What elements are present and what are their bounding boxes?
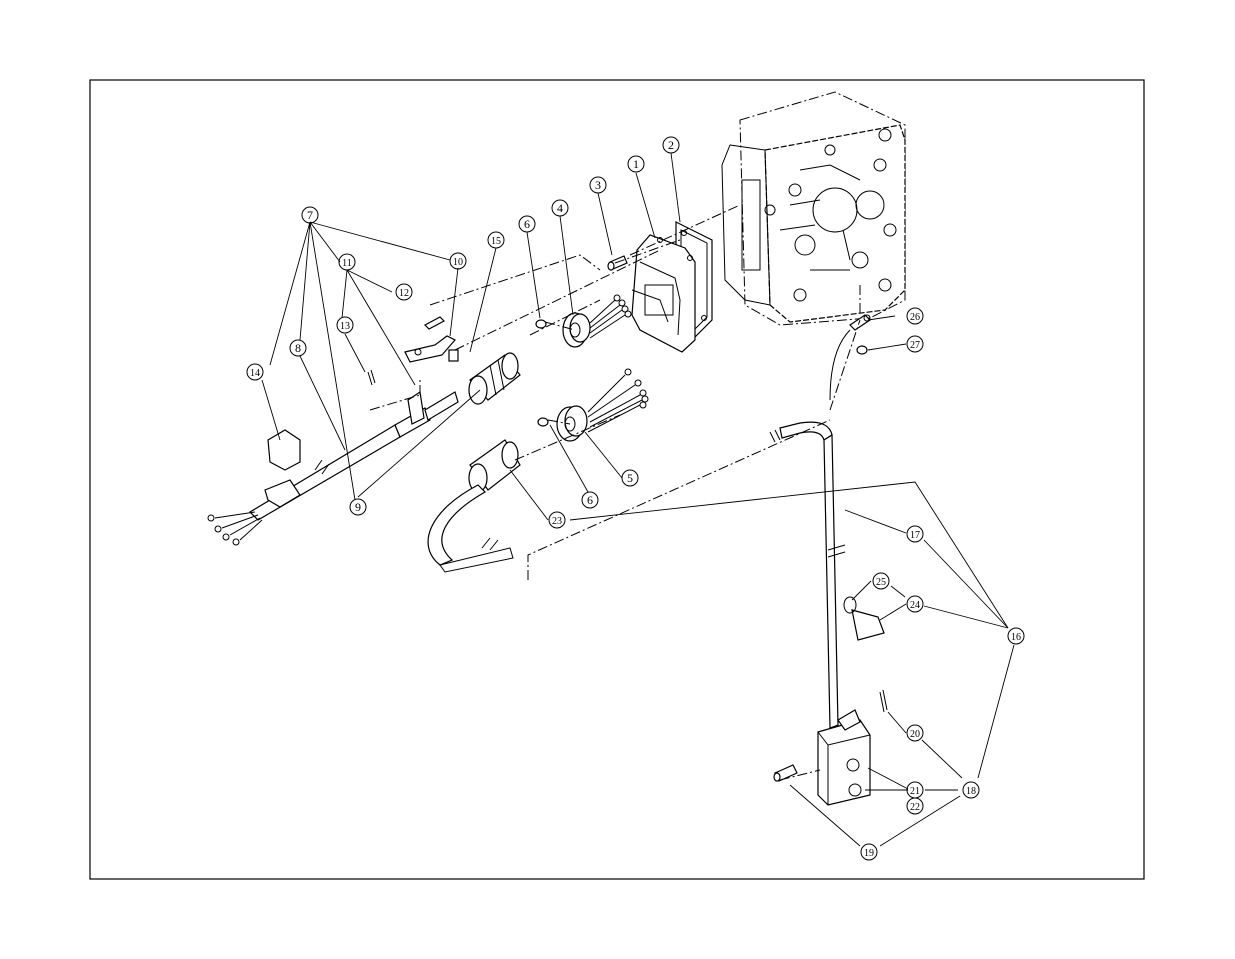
tag-24 <box>843 596 885 641</box>
callout-25: 25 <box>872 572 890 590</box>
assembly-lines <box>369 204 861 781</box>
nut-15 <box>448 349 459 362</box>
callout-12: 12 <box>395 283 413 301</box>
callout-label: 11 <box>342 258 352 269</box>
connector-5 <box>556 368 649 442</box>
callout-3: 3 <box>589 176 607 194</box>
callout-7: 7 <box>301 206 319 224</box>
callout-label: 27 <box>910 340 920 351</box>
key-19 <box>773 764 798 782</box>
callout-8: 8 <box>289 339 307 357</box>
pendant-cable-17 <box>769 421 846 729</box>
callout-5: 5 <box>621 469 639 487</box>
leader-lines <box>261 152 1015 847</box>
pin-12 <box>424 316 445 330</box>
bracket-10 <box>404 335 456 363</box>
callout-label: 7 <box>307 208 313 222</box>
callout-1: 1 <box>627 155 645 173</box>
motor-housing <box>721 91 906 326</box>
callout-label: 20 <box>910 729 920 740</box>
callout-6: 6 <box>518 215 536 233</box>
connector-4 <box>562 294 632 348</box>
callout-label: 15 <box>491 236 501 247</box>
callout-label: 12 <box>399 288 409 299</box>
callout-22: 22 <box>906 797 924 815</box>
callout-label: 9 <box>355 500 361 514</box>
callout-label: 3 <box>595 178 601 192</box>
callout-label: 14 <box>250 368 260 379</box>
callout-23: 23 <box>548 511 566 529</box>
callout-label: 24 <box>910 600 920 611</box>
callout-26: 26 <box>906 307 924 325</box>
callout-label: 13 <box>340 321 350 332</box>
callout-label: 4 <box>557 201 563 215</box>
ground-terminal-26 <box>829 314 871 401</box>
callout-2: 2 <box>662 136 680 154</box>
callout-label: 22 <box>910 802 920 813</box>
callout-label: 10 <box>453 257 463 268</box>
callout-27: 27 <box>906 335 924 353</box>
callout-label: 6 <box>587 493 593 507</box>
junction-box <box>631 234 696 353</box>
callout-label: 17 <box>910 530 920 541</box>
callout-13: 13 <box>336 316 354 334</box>
callout-14: 14 <box>246 363 264 381</box>
callout-4: 4 <box>551 199 569 217</box>
washer-27 <box>856 345 868 355</box>
diagram-frame <box>89 79 1145 880</box>
callout-16: 16 <box>1007 627 1025 645</box>
callout-label: 26 <box>910 312 920 323</box>
clip-20 <box>879 689 888 713</box>
callout-24: 24 <box>906 595 924 613</box>
callout-label: 23 <box>552 516 562 527</box>
callout-label: 8 <box>295 341 301 355</box>
screw-6a <box>535 319 547 329</box>
callout-label: 2 <box>668 138 674 152</box>
callout-21: 21 <box>906 781 924 799</box>
callout-label: 16 <box>1011 632 1021 643</box>
callout-label: 21 <box>910 786 920 797</box>
plug-23 <box>427 439 521 573</box>
callout-18: 18 <box>962 781 980 799</box>
callout-11: 11 <box>338 253 356 271</box>
callout-19: 19 <box>860 843 878 861</box>
pendant-switch-18 <box>817 709 871 806</box>
callout-10: 10 <box>449 252 467 270</box>
callout-label: 25 <box>876 577 886 588</box>
callout-15: 15 <box>487 231 505 249</box>
callout-label: 1 <box>633 157 639 171</box>
screw-3 <box>607 255 628 271</box>
screw-6b <box>537 417 549 427</box>
callout-label: 18 <box>966 786 976 797</box>
callout-label: 6 <box>524 217 530 231</box>
plug-9 <box>468 352 521 405</box>
callout-17: 17 <box>906 525 924 543</box>
cable-clamp-14 <box>264 429 301 508</box>
cotter-13 <box>367 369 376 386</box>
callout-label: 19 <box>864 848 874 859</box>
callout-label: 5 <box>627 471 633 485</box>
callout-9: 9 <box>349 498 367 516</box>
callout-20: 20 <box>906 724 924 742</box>
callout-6: 6 <box>581 491 599 509</box>
wire-ends-7 <box>207 511 263 546</box>
